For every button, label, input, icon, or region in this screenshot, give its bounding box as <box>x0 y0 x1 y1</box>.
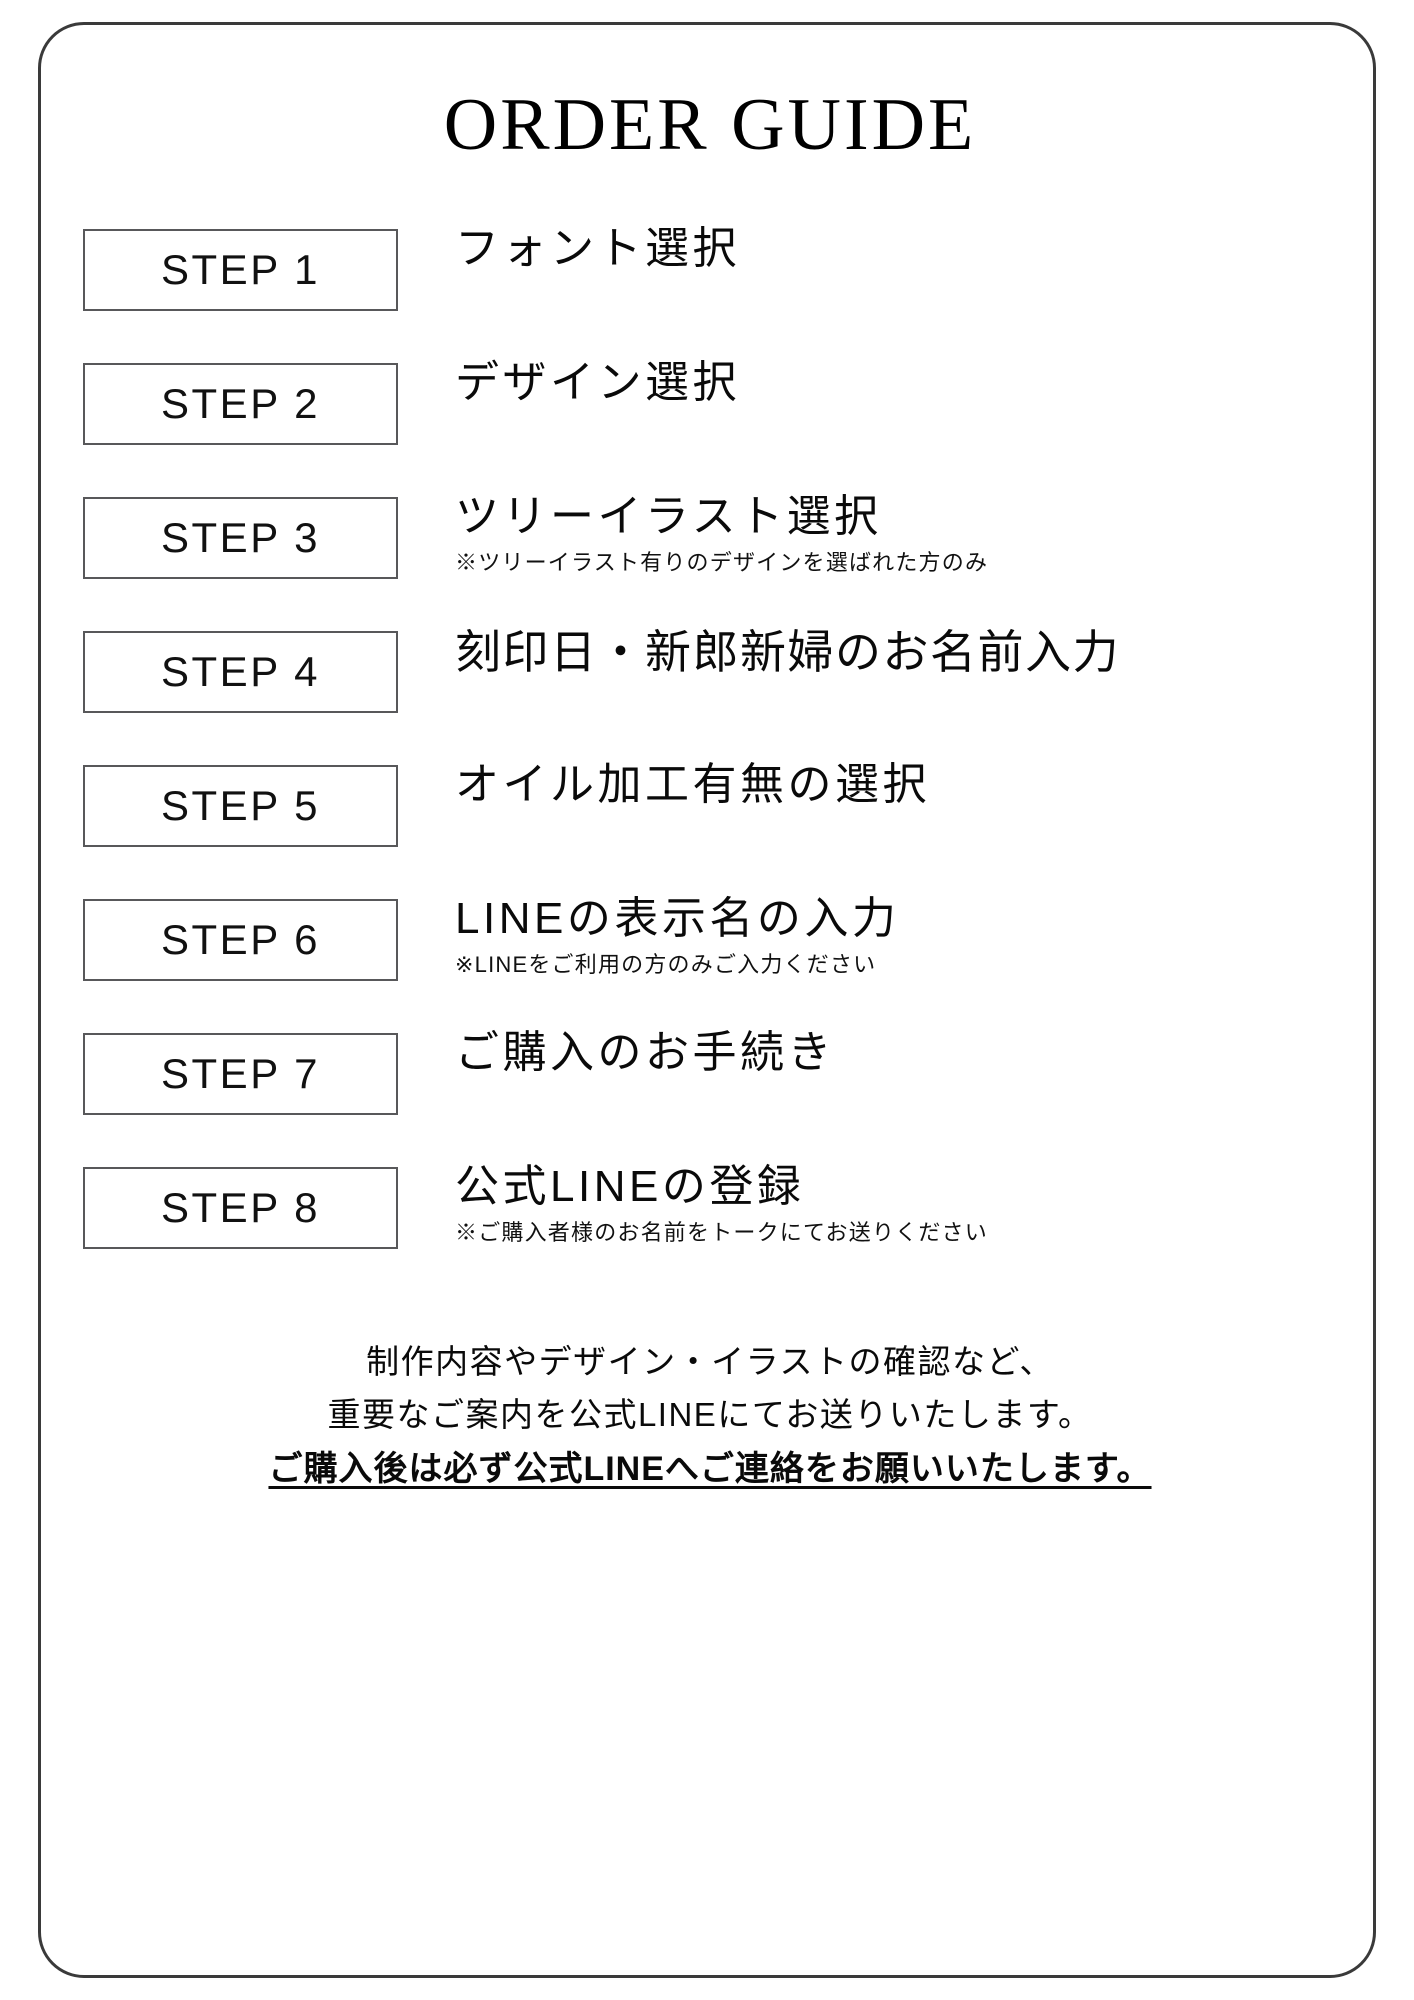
step-title: ご購入のお手続き <box>455 1027 835 1077</box>
step-row: STEP 8 公式LINEの登録 ※ご購入者様のお名前をトークにてお送りください <box>83 1155 1339 1289</box>
step-badge-8: STEP 8 <box>83 1166 398 1249</box>
step-row: STEP 2 デザイン選択 <box>83 351 1339 485</box>
step-badge-label: STEP 2 <box>161 379 320 427</box>
step-text-4: 刻印日・新郎新婦のお名前入力 <box>398 619 1339 682</box>
footer-line-2: 重要なご案内を公式LINEにてお送りいたします。 <box>327 1396 1093 1434</box>
step-list: STEP 1 フォント選択 STEP 2 デザイン選択 <box>41 217 1379 1289</box>
step-badge-label: STEP 4 <box>161 647 320 695</box>
step-note: ※ツリーイラスト有りのデザインを選ばれた方のみ <box>455 550 989 575</box>
step-badge-4: STEP 4 <box>83 630 398 713</box>
step-badge-3: STEP 3 <box>83 496 398 579</box>
guide-content: ORDER GUIDE STEP 1 フォント選択 STEP 2 <box>41 25 1379 1981</box>
step-text-5: オイル加工有無の選択 <box>398 753 1339 813</box>
footer-notice: 制作内容やデザイン・イラストの確認など、 重要なご案内を公式LINEにてお送りい… <box>41 1335 1379 1497</box>
step-row: STEP 5 オイル加工有無の選択 <box>83 753 1339 887</box>
step-title: LINEの表示名の入力 <box>455 893 900 943</box>
step-title: デザイン選択 <box>455 357 740 407</box>
step-title: オイル加工有無の選択 <box>455 759 930 809</box>
step-row: STEP 7 ご購入のお手続き <box>83 1021 1339 1155</box>
step-text-8: 公式LINEの登録 ※ご購入者様のお名前をトークにてお送りください <box>398 1155 1339 1248</box>
step-text-3: ツリーイラスト選択 ※ツリーイラスト有りのデザインを選ばれた方のみ <box>398 485 1339 578</box>
step-row: STEP 6 LINEの表示名の入力 ※LINEをご利用の方のみご入力ください <box>83 887 1339 1021</box>
step-badge-label: STEP 8 <box>161 1183 320 1231</box>
step-note: ※LINEをご利用の方のみご入力ください <box>455 952 877 977</box>
step-text-7: ご購入のお手続き <box>398 1021 1339 1081</box>
step-badge-7: STEP 7 <box>83 1032 398 1115</box>
step-title: フォント選択 <box>455 223 740 273</box>
step-badge-label: STEP 7 <box>161 1049 320 1097</box>
step-note: ※ご購入者様のお名前をトークにてお送りください <box>455 1220 988 1245</box>
step-row: STEP 1 フォント選択 <box>83 217 1339 351</box>
step-row: STEP 3 ツリーイラスト選択 ※ツリーイラスト有りのデザインを選ばれた方のみ <box>83 485 1339 619</box>
step-badge-2: STEP 2 <box>83 362 398 445</box>
step-badge-label: STEP 1 <box>161 245 320 293</box>
step-text-2: デザイン選択 <box>398 351 1339 411</box>
step-badge-label: STEP 3 <box>161 513 320 561</box>
step-title: 公式LINEの登録 <box>455 1161 805 1211</box>
page-title: ORDER GUIDE <box>443 84 977 166</box>
rounded-border-frame: ORDER GUIDE STEP 1 フォント選択 STEP 2 <box>38 22 1376 1978</box>
step-row: STEP 4 刻印日・新郎新婦のお名前入力 <box>83 619 1339 753</box>
step-badge-1: STEP 1 <box>83 228 398 311</box>
step-badge-5: STEP 5 <box>83 764 398 847</box>
step-badge-label: STEP 6 <box>161 915 320 963</box>
step-badge-label: STEP 5 <box>161 781 320 829</box>
footer-line-3-emphasis: ご購入後は必ず公式LINEへご連絡をお願いいたします。 <box>268 1449 1152 1488</box>
footer-line-1: 制作内容やデザイン・イラストの確認など、 <box>366 1342 1054 1380</box>
step-title: 刻印日・新郎新婦のお名前入力 <box>455 625 1120 678</box>
step-text-1: フォント選択 <box>398 217 1339 277</box>
step-text-6: LINEの表示名の入力 ※LINEをご利用の方のみご入力ください <box>398 887 1339 980</box>
step-badge-6: STEP 6 <box>83 898 398 981</box>
step-title: ツリーイラスト選択 <box>455 491 882 541</box>
